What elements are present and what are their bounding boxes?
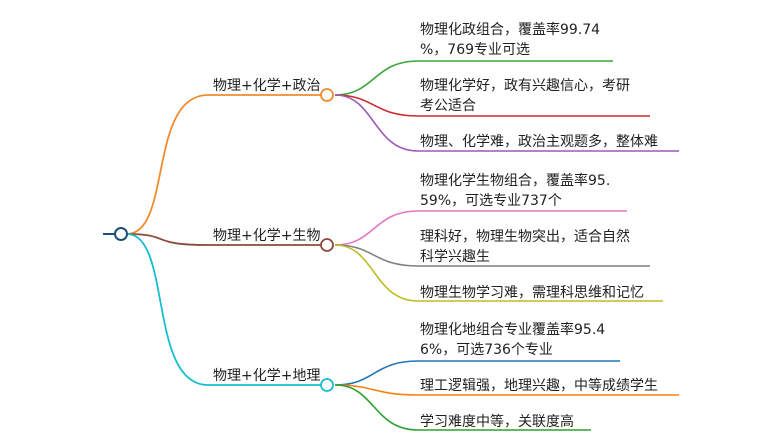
leaf-biology-coverage[interactable]: 物理化学生物组合，覆盖率95. 59%，可选专业737个 xyxy=(420,171,630,211)
branch-label-biology[interactable]: 物理+化学+生物 xyxy=(213,228,321,244)
leaf-line: 物理、化学难，政治主观题多，整体难 xyxy=(420,134,658,150)
leaf-biology-suitability[interactable]: 理科好，物理生物突出，适合自然 科学兴趣生 xyxy=(420,227,650,267)
leaf-line: 物理化学好，政有兴趣信心，考研 xyxy=(420,78,630,94)
root-node xyxy=(114,227,128,241)
leaf-connector-biology-3 xyxy=(334,244,419,302)
branch-label-geography[interactable]: 物理+化学+地理 xyxy=(213,368,321,384)
leaf-politics-coverage[interactable]: 物理化政组合，覆盖率99.74 %，769专业可选 xyxy=(420,20,615,60)
leaf-line: 物理化地组合专业覆盖率95.4 xyxy=(420,322,606,338)
leaf-line: %，769专业可选 xyxy=(420,42,531,58)
leaf-politics-difficulty[interactable]: 物理、化学难，政治主观题多，整体难 xyxy=(420,132,680,152)
branch-connector-biology xyxy=(126,233,209,246)
branch-label-politics[interactable]: 物理+化学+政治 xyxy=(213,78,321,94)
leaf-connector-politics-1 xyxy=(334,60,419,96)
leaf-line: 理科好，物理生物突出，适合自然 xyxy=(420,229,630,245)
leaf-line: 物理化学生物组合，覆盖率95. xyxy=(420,173,611,189)
leaf-line: 6%，可选736个专业 xyxy=(420,342,553,358)
branch-connector-geography xyxy=(126,233,209,386)
leaf-connector-politics-3 xyxy=(334,94,419,152)
leaf-line: 物理生物学习难，需理科思维和记忆 xyxy=(420,285,644,301)
leaf-line: 学习难度中等，关联度高 xyxy=(420,414,574,430)
leaf-connector-biology-2 xyxy=(334,244,419,267)
leaf-geography-suitability[interactable]: 理工逻辑强，地理兴趣，中等成绩学生 xyxy=(420,376,680,396)
leaf-connector-geography-1 xyxy=(334,360,419,386)
leaf-geography-coverage[interactable]: 物理化地组合专业覆盖率95.4 6%，可选736个专业 xyxy=(420,320,625,360)
leaf-line: 考公适合 xyxy=(420,98,476,114)
branch-node-geography xyxy=(320,378,334,392)
leaf-politics-suitability[interactable]: 物理化学好，政有兴趣信心，考研 考公适合 xyxy=(420,76,650,116)
branch-node-politics xyxy=(320,88,334,102)
leaf-connector-biology-1 xyxy=(334,210,419,246)
leaf-connector-geography-2 xyxy=(334,384,419,396)
leaf-connector-politics-2 xyxy=(334,94,419,117)
leaf-biology-difficulty[interactable]: 物理生物学习难，需理科思维和记忆 xyxy=(420,283,665,303)
branch-node-biology xyxy=(320,238,334,252)
leaf-line: 科学兴趣生 xyxy=(420,249,490,265)
leaf-line: 物理化政组合，覆盖率99.74 xyxy=(420,22,601,38)
leaf-line: 59%，可选专业737个 xyxy=(420,193,562,209)
leaf-geography-difficulty[interactable]: 学习难度中等，关联度高 xyxy=(420,412,600,432)
leaf-connector-geography-3 xyxy=(334,384,419,431)
branch-connector-politics xyxy=(126,94,209,235)
leaf-line: 理工逻辑强，地理兴趣，中等成绩学生 xyxy=(420,378,658,394)
